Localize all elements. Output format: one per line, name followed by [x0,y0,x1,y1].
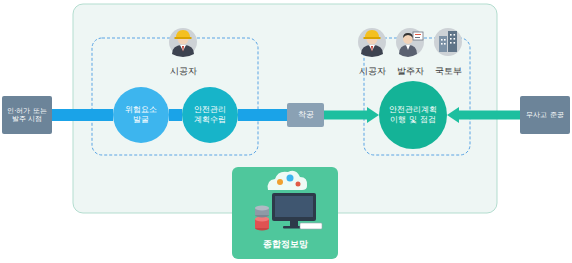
process-circle: 안전관리 계획수립 [182,87,238,143]
flow-band [238,109,287,121]
circle-fill [379,81,447,149]
role-label: 발주자 [397,65,424,78]
system-box [232,167,338,259]
node-label: 인·허가 또는 발주 시점 [5,107,49,124]
ministry-icon [434,28,462,56]
icon-part [268,171,307,190]
group-outline [364,38,470,155]
icon-part [275,196,313,217]
system-box: 종합정보망 [232,167,338,259]
circle-fill [113,87,169,143]
node-label: 안전관리 계획수립 [188,105,231,124]
process-circle: 위험요소 발굴 [113,87,169,143]
icon-part [296,182,301,187]
node-label: 안전관리계획 이행 및 점검 [387,105,440,124]
milestone-box: 착공 [287,103,324,127]
role-label: 국토부 [435,65,462,78]
computer-icon [255,171,322,231]
end-box: 무사고 준공 [520,96,570,134]
icon-part [287,175,294,182]
contractor-icon [169,28,197,57]
process-circle: 안전관리계획 이행 및 점검 [379,81,447,149]
node-label: 착공 [298,110,314,120]
icon-part [277,179,283,185]
icon-part [255,206,269,211]
outer-panel [73,4,497,213]
flow-arrow [459,111,520,120]
flow-band [169,109,182,121]
node-label: 위험요소 발굴 [119,105,162,124]
icon-part [272,193,316,221]
role-label: 시공자 [170,65,197,78]
circle-fill [182,87,238,143]
client-icon [396,28,424,57]
flow-arrow [324,111,367,120]
node-label: 무사고 준공 [526,111,563,119]
role-label: 시공자 [359,65,386,78]
flow-band [52,109,113,121]
group-outline [92,38,258,155]
icon-part [290,221,298,226]
icon-part [300,223,322,229]
node-label: 종합정보망 [263,239,308,250]
contractor-icon [358,28,386,57]
start-box: 인·허가 또는 발주 시점 [2,96,52,134]
